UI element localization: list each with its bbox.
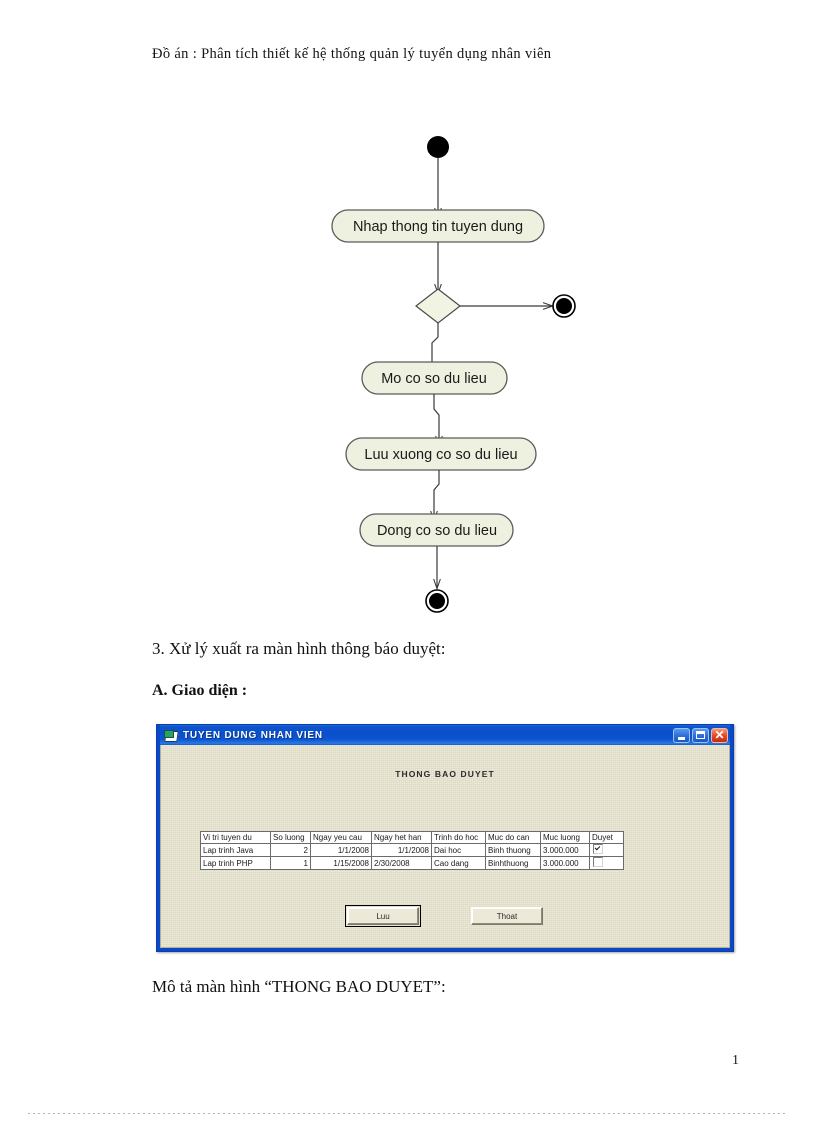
edge-decision-to-act2 (432, 323, 439, 371)
activity-diagram: Nhap thong tin tuyen dung Mo co so du li… (300, 125, 600, 625)
close-icon[interactable]: ✕ (711, 727, 728, 743)
activity-node-luu-xuong-co-so-du-lieu: Luu xuong co so du lieu (345, 437, 537, 471)
save-button[interactable]: Luu (345, 905, 421, 927)
cell-trinh-do[interactable]: Dai hoc (431, 843, 486, 857)
footer-divider (28, 1113, 788, 1114)
activity-label-1: Nhap thong tin tuyen dung (353, 219, 523, 235)
activity-label-4: Dong co so du lieu (377, 523, 497, 539)
cell-vi-tri[interactable]: Lap trinh Java (200, 843, 271, 857)
exit-button[interactable]: Thoat (471, 907, 543, 925)
cell-muc-do-can[interactable]: Binh thuong (485, 843, 541, 857)
application-window: TUYEN DUNG NHAN VIEN ✕ THONG BAO DUYET V… (156, 724, 734, 952)
section-heading: 3. Xử lý xuất ra màn hình thông báo duyệ… (152, 639, 446, 658)
cell-duyet[interactable] (589, 843, 624, 857)
activity-diagram-canvas: Nhap thong tin tuyen dung Mo co so du li… (331, 136, 576, 613)
activity-node-mo-co-so-du-lieu: Mo co so du lieu (361, 361, 508, 395)
column-header-so-luong[interactable]: So luong (270, 831, 311, 844)
figure-caption: Mô tả màn hình “THONG BAO DUYET”: (152, 977, 446, 996)
decision-node (415, 288, 461, 324)
column-header-ngay-het-han[interactable]: Ngay het han (371, 831, 432, 844)
cell-muc-luong[interactable]: 3.000.000 (540, 843, 590, 857)
window-titlebar[interactable]: TUYEN DUNG NHAN VIEN ✕ (160, 725, 730, 745)
column-header-duyet[interactable]: Duyet (589, 831, 624, 844)
cell-ngay-het-han[interactable]: 2/30/2008 (371, 856, 432, 870)
subsection-heading: A. Giao diện : (152, 682, 248, 699)
cell-muc-do-can[interactable]: Binhthuong (485, 856, 541, 870)
table-header-row: Vi tri tuyen du So luong Ngay yeu cau Ng… (200, 831, 624, 844)
column-header-trinh-do-hoc[interactable]: Trinh do hoc (431, 831, 486, 844)
cell-trinh-do[interactable]: Cao dang (431, 856, 486, 870)
table-row[interactable]: Lap trinh Java 2 1/1/2008 1/1/2008 Dai h… (200, 843, 624, 857)
cell-vi-tri[interactable]: Lap trinh PHP (200, 856, 271, 870)
edge-act2-to-act3 (433, 394, 439, 445)
cell-duyet[interactable] (589, 856, 624, 870)
column-header-muc-do-can[interactable]: Muc do can (485, 831, 541, 844)
column-header-vi-tri-tuyen-dung[interactable]: Vi tri tuyen du (200, 831, 271, 844)
activity-node-nhap-thong-tin: Nhap thong tin tuyen dung (331, 209, 545, 243)
activity-label-2: Mo co so du lieu (381, 371, 487, 387)
column-header-ngay-yeu-cau[interactable]: Ngay yeu cau (310, 831, 372, 844)
document-header: Đồ án : Phân tích thiết kế hệ thống quản… (152, 46, 552, 62)
table-row[interactable]: Lap trinh PHP 1 1/15/2008 2/30/2008 Cao … (200, 856, 624, 870)
cell-muc-luong[interactable]: 3.000.000 (540, 856, 590, 870)
initial-node (427, 136, 449, 158)
page-number: 1 (732, 1053, 739, 1068)
checkbox-duyet-checked[interactable] (593, 844, 603, 854)
close-glyph: ✕ (714, 727, 725, 742)
activity-node-dong-co-so-du-lieu: Dong co so du lieu (359, 513, 514, 547)
cell-ngay-yeu-cau[interactable]: 1/15/2008 (310, 856, 372, 870)
document-icon (164, 729, 179, 742)
edge-act3-to-act4 (434, 470, 440, 520)
final-node (425, 589, 449, 613)
cell-so-luong[interactable]: 2 (270, 843, 311, 857)
cell-ngay-het-han[interactable]: 1/1/2008 (371, 843, 432, 857)
maximize-icon[interactable] (692, 727, 709, 743)
minimize-icon[interactable] (673, 727, 690, 743)
dialog-button-row: Luu Thoat (161, 905, 729, 927)
cell-so-luong[interactable]: 1 (270, 856, 311, 870)
window-controls: ✕ (673, 727, 728, 743)
recruitment-data-grid[interactable]: Vi tri tuyen du So luong Ngay yeu cau Ng… (200, 831, 624, 870)
column-header-muc-luong[interactable]: Muc luong (540, 831, 590, 844)
final-node-right (552, 294, 576, 318)
window-title: TUYEN DUNG NHAN VIEN (183, 729, 323, 741)
window-client-area: THONG BAO DUYET Vi tri tuyen du So luong… (160, 745, 730, 948)
activity-label-3: Luu xuong co so du lieu (364, 447, 517, 463)
cell-ngay-yeu-cau[interactable]: 1/1/2008 (310, 843, 372, 857)
checkbox-duyet-unchecked[interactable] (593, 857, 603, 867)
form-title: THONG BAO DUYET (395, 769, 495, 779)
